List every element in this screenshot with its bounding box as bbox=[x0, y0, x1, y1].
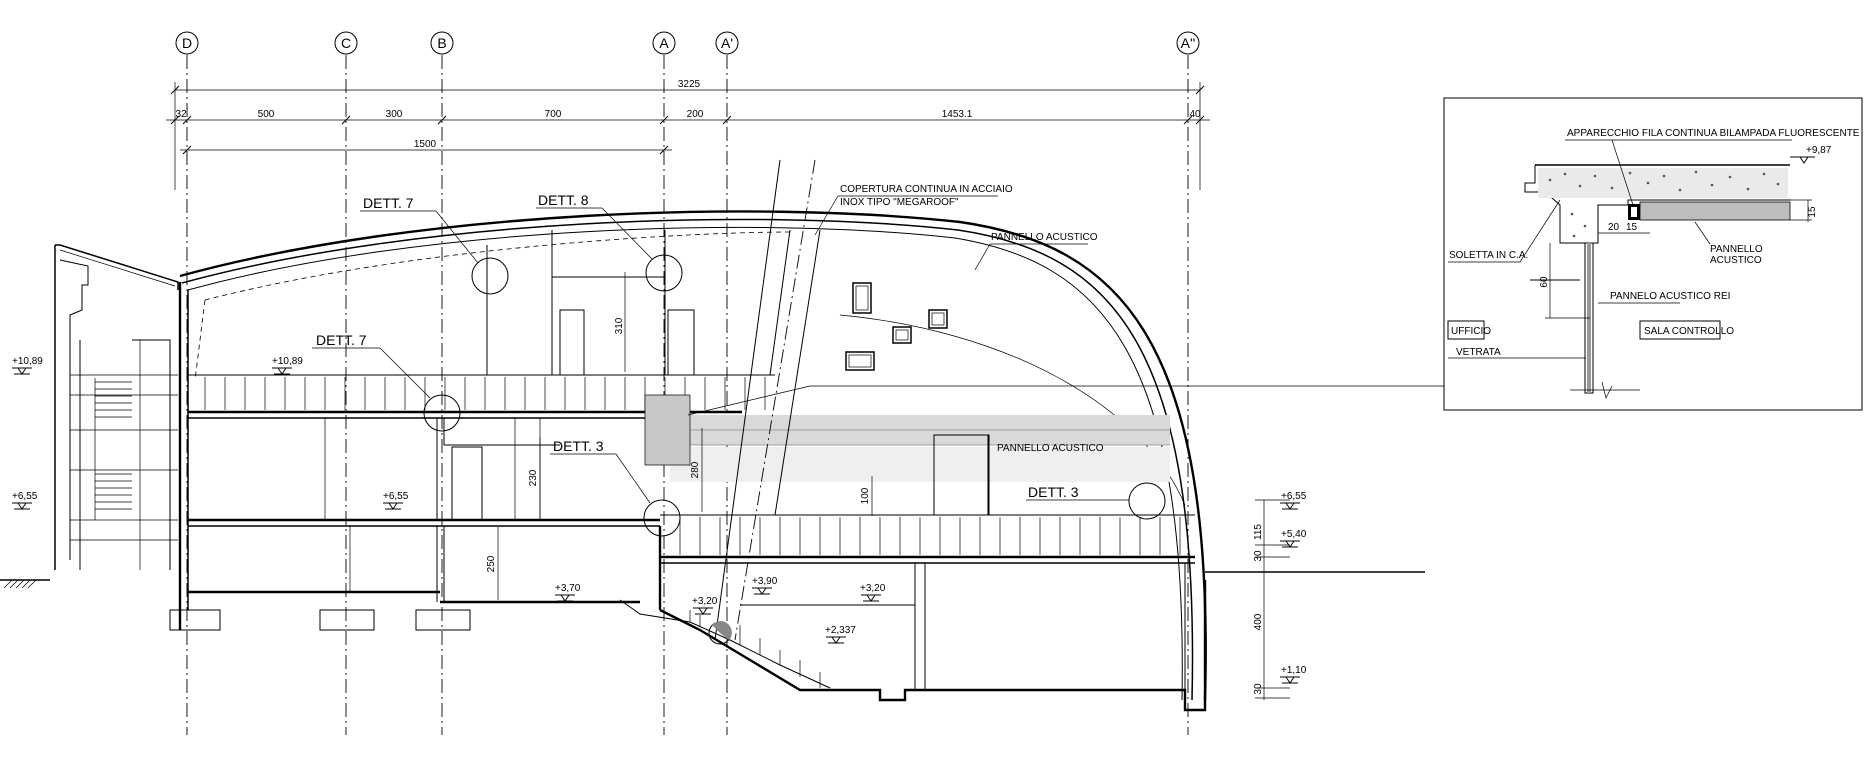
dim-500: 500 bbox=[258, 109, 275, 120]
dim-400: 400 bbox=[1253, 613, 1264, 630]
level-3-20-right: +3,20 bbox=[860, 583, 886, 594]
level-marker: +1,10 bbox=[1280, 665, 1307, 684]
note-panel-upper: PANNELLO ACUSTICO bbox=[991, 232, 1098, 243]
level-2-337: +2,337 bbox=[825, 625, 856, 636]
dim-1453: 1453.1 bbox=[942, 109, 973, 120]
level-3-20-left: +3,20 bbox=[692, 596, 718, 607]
level-6-55-mid: +6,55 bbox=[383, 491, 409, 502]
detail-box: 60 20 15 15 +9,87 APPARECCHIO FILA CONTI… bbox=[1443, 97, 1863, 411]
detail-control-label: SALA CONTROLLO bbox=[1644, 326, 1734, 337]
detail-panel-line2: ACUSTICO bbox=[1710, 255, 1762, 266]
detail-lamp-label: APPARECCHIO FILA CONTINUA BILAMPADA FLUO… bbox=[1567, 128, 1860, 139]
dim-30b: 30 bbox=[1253, 683, 1264, 695]
callout-dett7-mid-label: DETT. 7 bbox=[316, 332, 367, 348]
axis-a-prime: A' bbox=[715, 31, 739, 735]
notes: COPERTURA CONTINUA IN ACCIAIO INOX TIPO … bbox=[687, 184, 1444, 454]
axis-a-label: A bbox=[659, 35, 669, 51]
dim-300: 300 bbox=[386, 109, 403, 120]
detail-level: +9,87 bbox=[1806, 145, 1832, 156]
dim-200: 200 bbox=[687, 109, 704, 120]
level-marker: +5,40 bbox=[1280, 529, 1307, 548]
dim-total: 3225 bbox=[678, 79, 701, 90]
callout-dett3-right-label: DETT. 3 bbox=[1028, 484, 1079, 500]
callout-dett7-top: DETT. 7 bbox=[360, 195, 509, 295]
level-marker: +6,55 bbox=[1280, 491, 1307, 510]
level-marker: +2,337 bbox=[825, 625, 856, 644]
grid-axes: D C B A A' A'' bbox=[175, 31, 1200, 735]
level-5-40: +5,40 bbox=[1281, 529, 1307, 540]
axis-d-label: D bbox=[182, 35, 192, 51]
callout-dett3-right: DETT. 3 bbox=[1026, 482, 1166, 520]
dim-1500: 1500 bbox=[414, 139, 437, 150]
detail-office-label: UFFICIO bbox=[1451, 326, 1491, 337]
note-roof-line2: INOX TIPO "MEGAROOF" bbox=[840, 197, 959, 208]
note-roof-line1: COPERTURA CONTINUA IN ACCIAIO bbox=[840, 184, 1013, 195]
adjacent-building bbox=[0, 244, 179, 589]
callout-dett7-top-label: DETT. 7 bbox=[363, 195, 414, 211]
internal-dimensions: 310 230 280 250 100 115 30 400 30 bbox=[486, 272, 1290, 700]
detail-dim-20: 20 bbox=[1608, 222, 1620, 233]
level-marker: +6,55 bbox=[12, 491, 38, 510]
openings bbox=[845, 282, 948, 371]
axis-b-label: B bbox=[437, 35, 446, 51]
level-10-89-mid: +10,89 bbox=[272, 356, 303, 367]
callout-dett7-mid: DETT. 7 bbox=[312, 332, 461, 432]
note-panel-lower: PANNELLO ACUSTICO bbox=[997, 443, 1104, 454]
level-6-55-left: +6,55 bbox=[12, 491, 38, 502]
level-1-10: +1,10 bbox=[1281, 665, 1307, 676]
level-markers: +10,89 +10,89 +6,55 +6,55 +6,55 +5,40 bbox=[12, 356, 1307, 684]
dim-310: 310 bbox=[614, 317, 625, 334]
level-marker: +10,89 bbox=[272, 356, 303, 375]
dim-230: 230 bbox=[528, 469, 539, 486]
callout-dett3-left: DETT. 3 bbox=[550, 438, 681, 537]
level-marker: +10,89 bbox=[12, 356, 43, 375]
detail-panel-line1: PANNELLO bbox=[1710, 244, 1763, 255]
dim-40: 40 bbox=[1189, 109, 1201, 120]
dim-100: 100 bbox=[860, 487, 871, 504]
level-marker: +6,55 bbox=[383, 491, 409, 510]
dim-32: 32 bbox=[175, 109, 187, 120]
detail-dim-60: 60 bbox=[1539, 276, 1550, 288]
axis-a-double-prime: A'' bbox=[1176, 31, 1200, 735]
level-marker: +3,90 bbox=[752, 576, 778, 595]
level-3-70: +3,70 bbox=[555, 583, 581, 594]
level-10-89-left: +10,89 bbox=[12, 356, 43, 367]
axis-a-double-prime-label: A'' bbox=[1181, 35, 1196, 51]
level-marker: +3,20 bbox=[692, 596, 718, 615]
callout-dett3-left-label: DETT. 3 bbox=[553, 438, 604, 454]
dim-30a: 30 bbox=[1253, 550, 1264, 562]
dim-115: 115 bbox=[1253, 524, 1264, 540]
dim-280: 280 bbox=[690, 461, 701, 478]
axis-a: A bbox=[652, 31, 676, 735]
detail-dim-15b: 15 bbox=[1807, 206, 1818, 218]
level-marker: +3,70 bbox=[555, 583, 581, 602]
dim-250: 250 bbox=[486, 555, 497, 572]
detail-slab-label: SOLETTA IN C.A. bbox=[1449, 250, 1528, 261]
detail-callouts: DETT. 7 DETT. 8 DETT. 7 DETT. 3 DETT. 3 bbox=[312, 192, 1166, 537]
dimension-chains: 3225 32 500 300 700 200 1453.1 40 1500 bbox=[166, 79, 1210, 190]
axis-c: C bbox=[334, 31, 358, 735]
level-6-55-right: +6,55 bbox=[1281, 491, 1307, 502]
dim-700: 700 bbox=[545, 109, 562, 120]
axis-d: D bbox=[175, 31, 199, 735]
level-3-90: +3,90 bbox=[752, 576, 778, 587]
axis-c-label: C bbox=[341, 35, 351, 51]
level-marker: +3,20 bbox=[860, 583, 886, 602]
detail-panel-rei-label: PANNELO ACUSTICO REI bbox=[1610, 291, 1730, 302]
callout-dett8-label: DETT. 8 bbox=[538, 192, 589, 208]
callout-dett8: DETT. 8 bbox=[536, 192, 683, 292]
structure bbox=[169, 159, 1425, 712]
axis-a-prime-label: A' bbox=[721, 35, 733, 51]
detail-dim-15a: 15 bbox=[1626, 222, 1638, 233]
detail-glass-label: VETRATA bbox=[1456, 347, 1501, 358]
